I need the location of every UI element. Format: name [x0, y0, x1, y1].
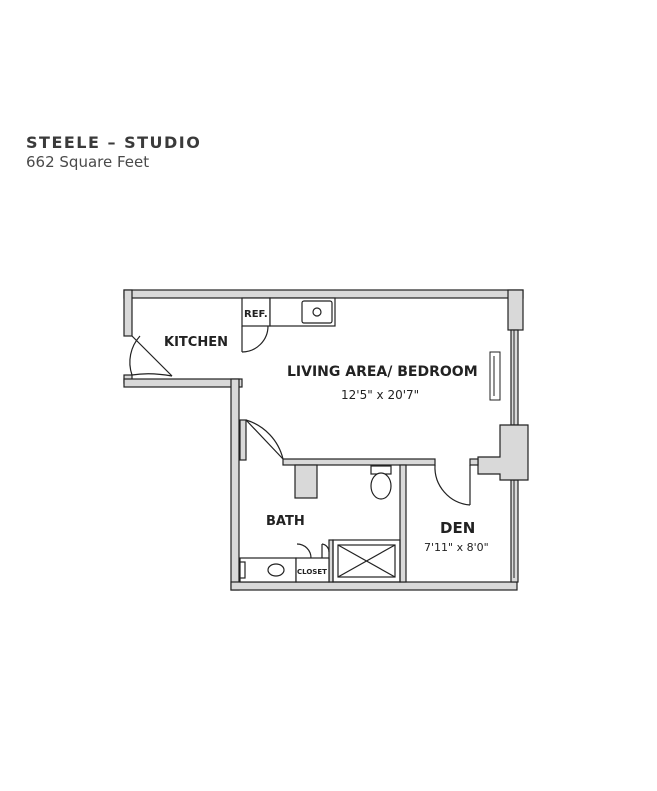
- wall-shower-left: [328, 539, 334, 583]
- wall-den-top-right: [469, 458, 479, 466]
- wall-right-upper: [507, 289, 524, 331]
- label-living-area: LIVING AREA/ BEDROOM: [287, 364, 478, 380]
- wall-bottom: [230, 581, 518, 591]
- den-dimensions: 7'11" x 8'0": [424, 541, 489, 554]
- label-den: DEN: [440, 519, 475, 537]
- label-closet: CLOSET: [297, 568, 327, 576]
- bath-sink: [267, 563, 285, 577]
- living-area-dimensions: 12'5" x 20'7": [341, 388, 419, 402]
- wall-top: [123, 289, 524, 299]
- label-refrigerator: REF.: [244, 309, 268, 320]
- wall-bath-stub: [239, 419, 247, 461]
- toilet-bowl: [370, 472, 392, 500]
- wall-kitchen-bottom: [123, 378, 243, 388]
- wall-left-lower: [230, 378, 240, 591]
- wall-left-upper: [123, 289, 133, 337]
- wall-bath-top-left: [282, 458, 436, 466]
- square-footage: 662 Square Feet: [26, 153, 150, 171]
- structural-column: [477, 424, 529, 481]
- shower: [332, 539, 401, 583]
- label-bath: BATH: [266, 514, 305, 529]
- wall-unit: [489, 351, 501, 401]
- wall-bath-column: [294, 464, 318, 499]
- label-kitchen: KITCHEN: [164, 335, 228, 350]
- wall-den-left: [399, 464, 407, 583]
- refrigerator: [241, 297, 271, 327]
- closet: [295, 557, 330, 583]
- plan-title: STEELE – STUDIO: [26, 133, 202, 152]
